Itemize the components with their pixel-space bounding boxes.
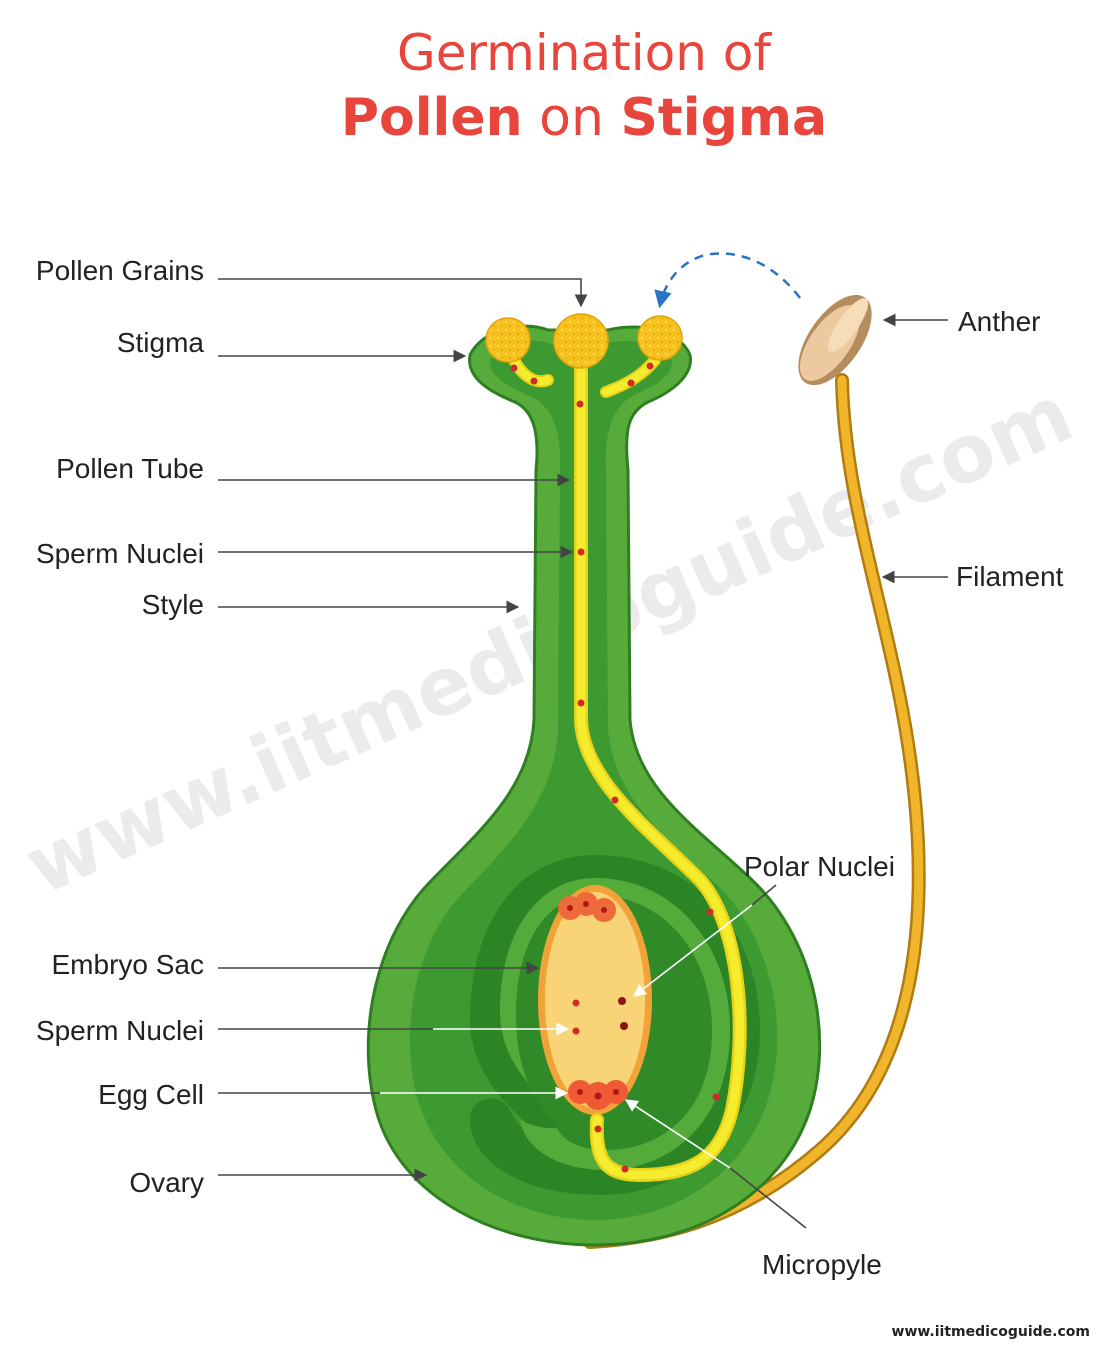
leader-micropyle-white — [624, 1099, 731, 1169]
label-ovary: Ovary — [129, 1167, 204, 1198]
label-sperm-nuclei-top: Sperm Nuclei — [36, 538, 204, 569]
leader-micropyle-gray — [729, 1167, 807, 1229]
label-egg-cell: Egg Cell — [98, 1079, 204, 1110]
polar-nucleus-2 — [620, 1022, 628, 1030]
title-line-2: Pollen on Stigma — [341, 88, 827, 148]
sperm-nucleus-2 — [572, 1027, 580, 1035]
egg-apparatus — [568, 1080, 628, 1110]
label-stigma: Stigma — [117, 327, 205, 358]
anther — [798, 294, 872, 386]
label-style: Style — [142, 589, 204, 620]
polar-nucleus-1 — [618, 997, 626, 1005]
embryo-sac — [545, 892, 645, 1108]
label-pollen-grains: Pollen Grains — [36, 255, 204, 286]
leader-pollen-grains — [218, 278, 588, 308]
antipodal-cells — [558, 892, 616, 922]
sperm-nucleus-1 — [572, 999, 580, 1007]
label-embryo-sac: Embryo Sac — [52, 949, 205, 980]
footer-url: www.iitmedicoguide.com — [892, 1324, 1090, 1340]
pollination-arrow — [654, 252, 801, 309]
label-sperm-nuclei-bottom: Sperm Nuclei — [36, 1015, 204, 1046]
pollen-grains — [485, 313, 683, 369]
label-micropyle: Micropyle — [762, 1249, 882, 1280]
label-anther: Anther — [958, 306, 1041, 337]
leader-polar-nuclei-white — [632, 904, 753, 997]
label-polar-nuclei: Polar Nuclei — [744, 851, 895, 882]
leader-polar-nuclei-gray — [751, 884, 777, 906]
title-pollen: Pollen — [341, 88, 523, 148]
title-line-1: Germination of — [397, 24, 772, 82]
title-on: on — [523, 88, 621, 148]
label-pollen-tube: Pollen Tube — [56, 453, 204, 484]
title-stigma: Stigma — [620, 88, 827, 148]
tube-nuclei — [510, 362, 720, 1173]
label-filament: Filament — [956, 561, 1064, 592]
